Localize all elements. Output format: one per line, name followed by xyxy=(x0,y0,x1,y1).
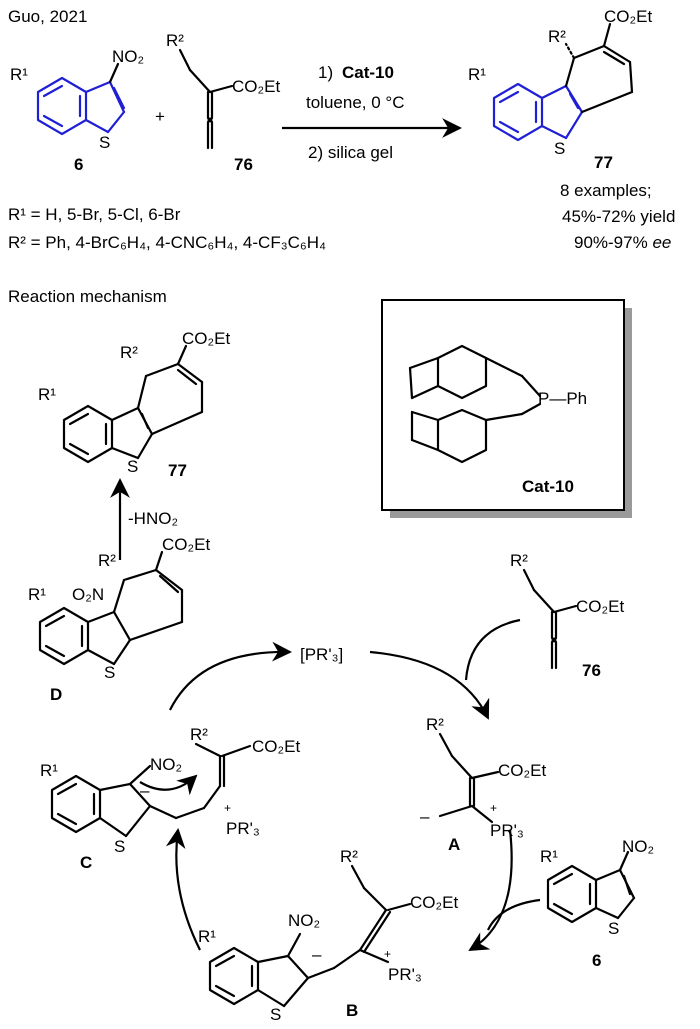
a-minus: – xyxy=(420,807,430,826)
mechanism-nitro-6: NO₂ R¹ S 6 xyxy=(540,837,654,970)
step1-conditions: toluene, 0 °C xyxy=(306,93,404,112)
product-ee: 90%-97% ee xyxy=(574,233,671,252)
cycle-arrow-b-to-c xyxy=(165,828,201,951)
reactant-6-s: S xyxy=(99,133,110,152)
cycle-arrow-d-to-catalyst xyxy=(169,641,292,711)
c-label: C xyxy=(80,853,92,872)
phosphine-catalyst: [PR'₃] xyxy=(300,645,343,664)
d-s: S xyxy=(104,663,115,682)
cycle-arrow-a-to-b xyxy=(468,829,513,952)
b-r1: R¹ xyxy=(198,927,216,946)
mech-76-label: 76 xyxy=(582,661,601,680)
elimination-label: -HNO₂ xyxy=(128,509,178,528)
b-plus: + xyxy=(384,947,391,961)
mech-77-r2: R² xyxy=(120,343,138,362)
mech-77-r1: R¹ xyxy=(38,385,56,404)
step2-conditions: 2) silica gel xyxy=(308,143,393,162)
a-pr3: PR'₃ xyxy=(490,821,524,840)
a-co2et: CO₂Et xyxy=(498,761,546,780)
c-r1: R¹ xyxy=(40,761,58,780)
intermediate-d: R² CO₂Et O₂N R¹ S D xyxy=(28,535,210,704)
reactant-76-co2et: CO₂Et xyxy=(232,77,280,96)
d-label: D xyxy=(50,685,62,704)
c-s: S xyxy=(114,837,125,856)
product-77-co2et: CO₂Et xyxy=(604,7,652,26)
product-77-r1: R¹ xyxy=(468,65,486,84)
mech-6-label: 6 xyxy=(592,951,601,970)
c-pr3: PR'₃ xyxy=(226,819,260,838)
c-co2et: CO₂Et xyxy=(252,737,300,756)
product-ee-value: 90%-97% xyxy=(574,233,648,252)
d-r1: R¹ xyxy=(28,585,46,604)
mech-6-r1: R¹ xyxy=(540,847,558,866)
intermediate-a: R² CO₂Et – + PR'₃ A xyxy=(420,715,546,854)
a-label: A xyxy=(448,835,460,854)
d-o2n: O₂N xyxy=(72,585,104,604)
b-label: B xyxy=(346,1001,358,1020)
b-pr3: PR'₃ xyxy=(388,965,422,984)
mech-77-s: S xyxy=(127,457,138,476)
product-ee-unit: ee xyxy=(652,233,671,252)
catalyst-p-ph: P—Ph xyxy=(538,389,587,408)
reactant-6-label: 6 xyxy=(74,155,83,174)
reactant-76-r2: R² xyxy=(166,31,184,50)
benzothiophene-core xyxy=(36,76,126,136)
allene-entry-arrow xyxy=(464,618,521,681)
c-minus: – xyxy=(140,781,150,800)
product-examples: 8 examples; xyxy=(560,181,652,200)
nitro-entry-arrow xyxy=(487,898,541,931)
c-plus: + xyxy=(224,801,231,815)
d-r2: R² xyxy=(98,551,116,570)
citation-title: Guo, 2021 xyxy=(8,7,87,26)
mech-6-s: S xyxy=(608,919,619,938)
b-r2: R² xyxy=(340,847,358,866)
reactant-6-no2: NO₂ xyxy=(112,47,144,66)
b-s: S xyxy=(270,1005,281,1024)
c-r2: R² xyxy=(190,725,208,744)
b-co2et: CO₂Et xyxy=(410,893,458,912)
mechanism-product-77: R² CO₂Et R¹ S 77 xyxy=(38,329,230,480)
step1-prefix: 1) xyxy=(318,63,333,82)
c-no2: NO₂ xyxy=(150,755,182,774)
reactant-6-structure: NO₂ S R¹ 6 xyxy=(10,47,144,174)
mech-77-label: 77 xyxy=(168,461,187,480)
product-77-label: 77 xyxy=(594,153,613,172)
product-77-s: S xyxy=(554,139,565,158)
cycle-arrow-catalyst-to-a xyxy=(369,650,490,720)
plus-sign: + xyxy=(155,107,165,126)
b-minus: – xyxy=(312,945,322,964)
mechanism-allene-76: R² CO₂Et 76 xyxy=(510,551,624,680)
catalyst-label: Cat-10 xyxy=(522,477,574,496)
mech-6-no2: NO₂ xyxy=(622,837,654,856)
product-yield: 45%-72% yield xyxy=(562,207,675,226)
a-plus: + xyxy=(490,801,497,815)
mech-77-co2et: CO₂Et xyxy=(182,329,230,348)
mech-76-r2: R² xyxy=(510,551,528,570)
intermediate-c: R² CO₂Et NO₂ – R¹ S + PR'₃ C xyxy=(40,725,300,872)
mech-76-co2et: CO₂Et xyxy=(576,597,624,616)
mechanism-heading: Reaction mechanism xyxy=(8,287,167,306)
reactant-76-structure: R² CO₂Et 76 xyxy=(166,31,280,174)
d-co2et: CO₂Et xyxy=(162,535,210,554)
a-r2: R² xyxy=(426,715,444,734)
r1-definition: R¹ = H, 5-Br, 5-Cl, 6-Br xyxy=(8,205,181,224)
intermediate-b: R² CO₂Et NO₂ – R¹ S + PR'₃ B xyxy=(198,847,458,1024)
product-77-r2: R² xyxy=(548,27,566,46)
reactant-76-label: 76 xyxy=(234,155,253,174)
step1-catalyst: Cat-10 xyxy=(342,63,394,82)
catalyst-box: P—Ph Cat-10 xyxy=(381,299,632,518)
b-no2: NO₂ xyxy=(288,911,320,930)
product-77-structure: R² CO₂Et R¹ S 77 xyxy=(468,7,652,172)
reactant-6-r1: R¹ xyxy=(10,65,28,84)
r2-definition: R² = Ph, 4-BrC₆H₄, 4-CNC₆H₄, 4-CF₃C₆H₄ xyxy=(8,233,326,252)
